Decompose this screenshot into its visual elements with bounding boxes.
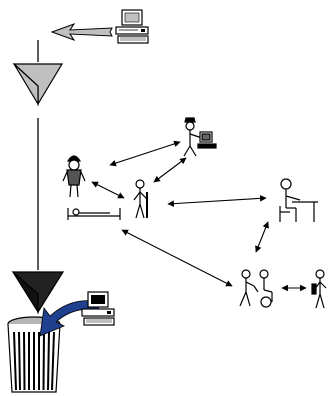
clerk-at-desk-icon bbox=[279, 178, 318, 222]
patient-in-wheelchair-icon bbox=[239, 269, 273, 308]
patient-in-bed-icon bbox=[67, 208, 121, 220]
staff-member-icon bbox=[311, 269, 327, 309]
nurse-icon bbox=[133, 179, 148, 219]
grey-left-arrow bbox=[50, 23, 113, 41]
arrow-nurse-clerk bbox=[167, 195, 267, 207]
technician-at-computer-icon bbox=[183, 117, 217, 157]
arrow-bed-wheelchair bbox=[121, 229, 233, 287]
arrow-clerk-wheelchair bbox=[255, 221, 269, 253]
arrow-nurse-technician bbox=[153, 157, 187, 183]
discarded-computer-icon bbox=[81, 291, 115, 326]
arrow-doctor-technician bbox=[109, 140, 181, 167]
top-computer-icon bbox=[115, 9, 149, 44]
left-timeline bbox=[11, 40, 65, 315]
arrow-doctor-nurse bbox=[91, 181, 125, 199]
interaction-arrows bbox=[91, 140, 307, 292]
doctor-icon bbox=[62, 155, 86, 198]
